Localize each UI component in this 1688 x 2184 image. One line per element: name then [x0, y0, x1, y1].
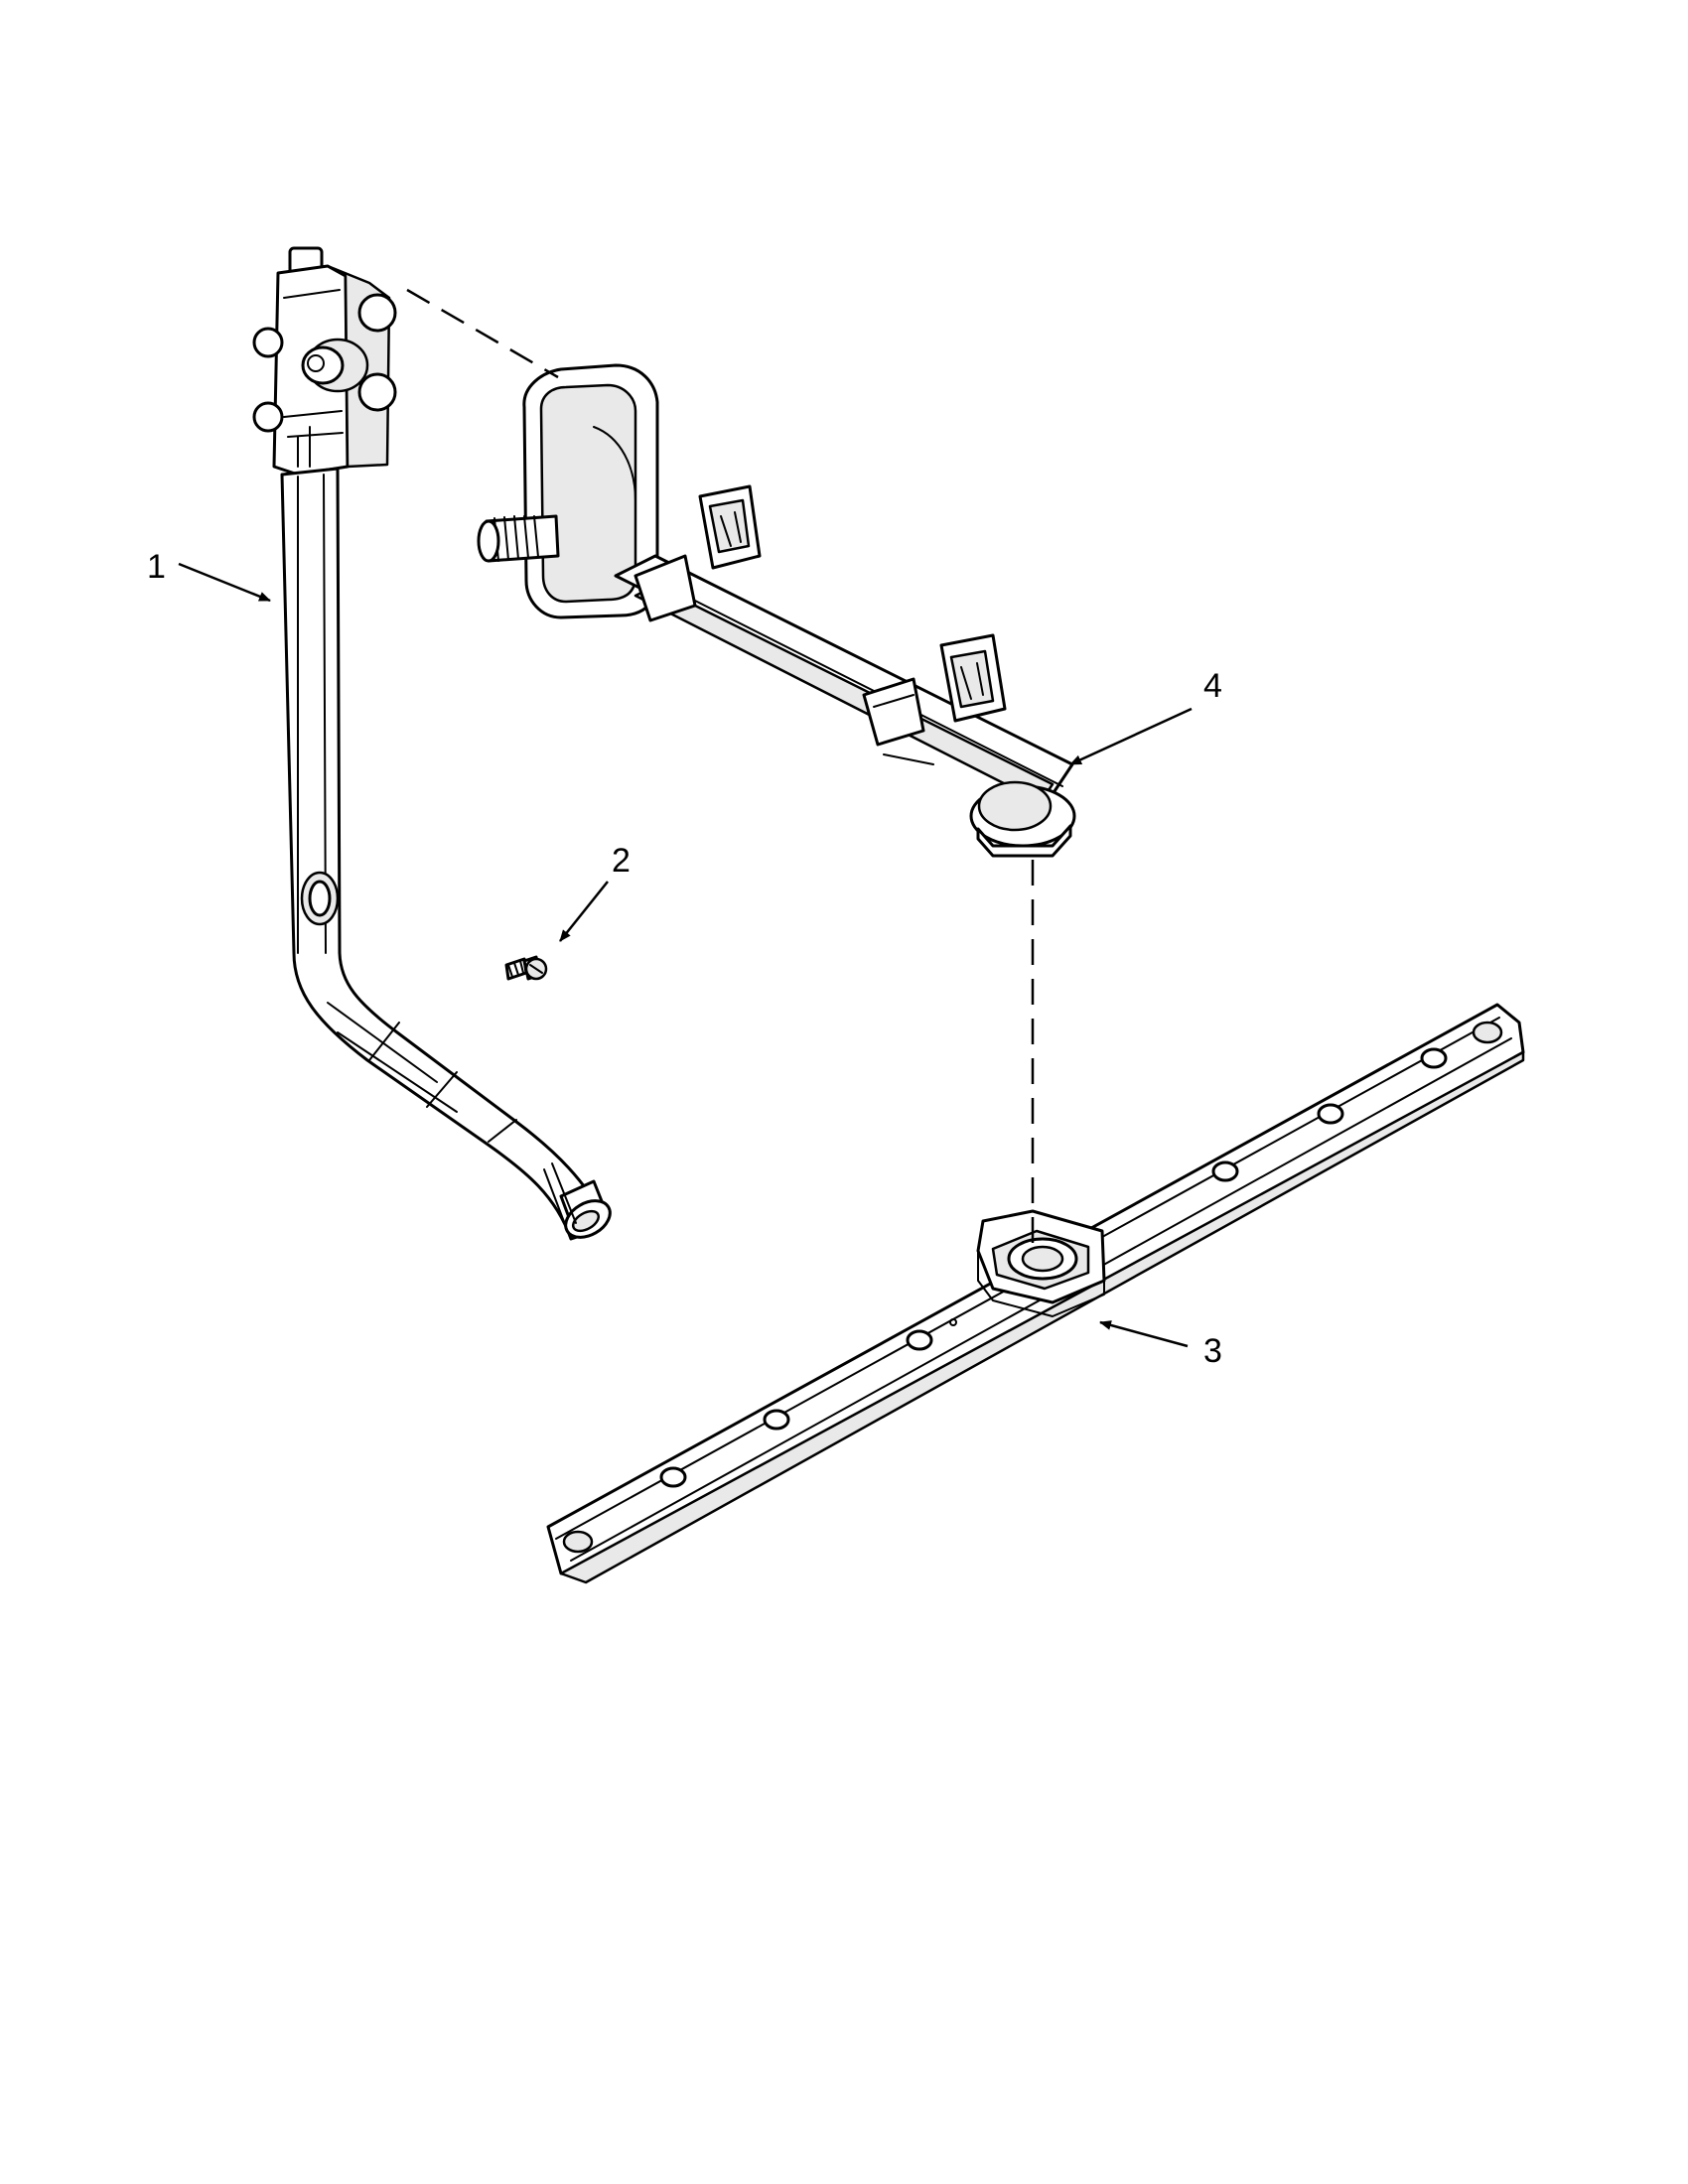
part-3-spray-arm [546, 1003, 1525, 1584]
part-4-spray-manifold [477, 363, 1076, 858]
callout-2: 2 [612, 842, 631, 880]
part-2-screw [504, 955, 548, 981]
callout-1: 1 [147, 548, 166, 586]
leader-1 [178, 562, 271, 603]
assembly-lines [406, 288, 1035, 1253]
leader-3 [1099, 1320, 1189, 1348]
leader-lines [178, 562, 1193, 1348]
callout-4: 4 [1203, 667, 1222, 705]
dashed-line-tube-to-manifold [406, 288, 559, 379]
callout-3: 3 [1203, 1332, 1222, 1370]
part-1-supply-tube [252, 246, 612, 1241]
leader-2 [559, 881, 609, 942]
leader-4 [1069, 707, 1193, 766]
